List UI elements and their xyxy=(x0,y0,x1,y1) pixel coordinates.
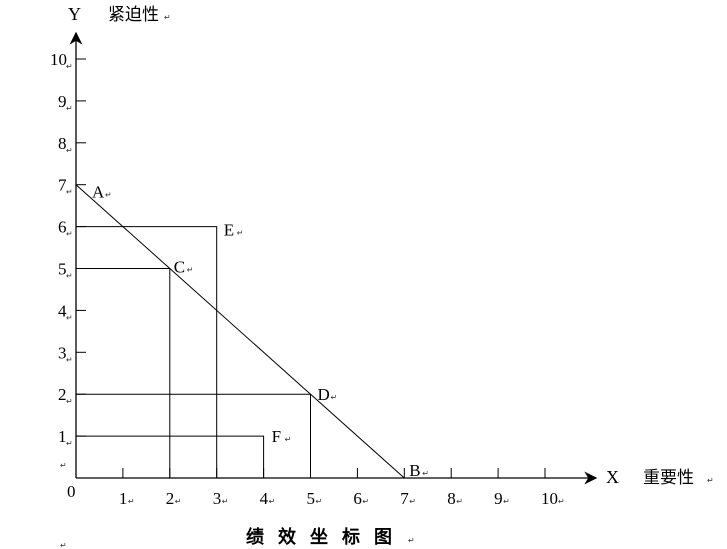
return-mark: ↵ xyxy=(128,497,135,506)
return-mark: ↵ xyxy=(60,461,67,470)
diagonal-line-ab xyxy=(75,184,405,479)
return-mark: ↵ xyxy=(187,266,194,275)
y-axis-ticks: 1↵2↵3↵4↵5↵6↵7↵8↵9↵10↵ xyxy=(50,50,86,448)
return-mark: ↵ xyxy=(66,146,73,155)
return-mark: ↵ xyxy=(164,13,171,22)
return-mark: ↵ xyxy=(222,497,229,506)
x-tick-label: 5 xyxy=(307,489,316,508)
y-axis-name: Y xyxy=(68,4,81,24)
return-mark: ↵ xyxy=(66,230,73,239)
y-tick-label: 8 xyxy=(58,134,67,153)
return-mark: ↵ xyxy=(408,536,415,545)
point-label-f: F xyxy=(272,427,281,446)
diagram-caption: 绩效坐标图 xyxy=(246,526,406,548)
y-tick-label: 2 xyxy=(58,385,67,404)
y-tick-label: 10 xyxy=(50,50,67,69)
x-tick-label: 6 xyxy=(353,489,362,508)
x-tick-label: 7 xyxy=(400,489,409,508)
return-mark: ↵ xyxy=(362,497,369,506)
point-label-e: E xyxy=(224,221,234,240)
point-label-a: A xyxy=(92,183,105,202)
y-tick-label: 9 xyxy=(58,92,67,111)
return-mark: ↵ xyxy=(707,476,714,485)
return-mark: ↵ xyxy=(316,497,323,506)
rectangle-c xyxy=(76,268,171,478)
x-tick-label: 2 xyxy=(166,489,175,508)
y-tick-label: 4 xyxy=(58,301,67,320)
return-mark: ↵ xyxy=(66,355,73,364)
return-mark: ↵ xyxy=(66,397,73,406)
return-mark: ↵ xyxy=(422,469,429,478)
return-mark: ↵ xyxy=(285,435,292,444)
point-label-b: B xyxy=(409,461,420,480)
rectangle-f xyxy=(76,435,265,478)
point-labels: A↵B↵C↵D↵E↵F↵ xyxy=(92,183,429,480)
point-label-d: D xyxy=(318,385,330,404)
return-mark: ↵ xyxy=(456,497,463,506)
y-tick-label: 1 xyxy=(58,427,67,446)
return-mark: ↵ xyxy=(409,497,416,506)
return-mark: ↵ xyxy=(66,104,73,113)
x-tick-label: 3 xyxy=(213,489,222,508)
return-mark: ↵ xyxy=(105,191,112,200)
rectangle-e xyxy=(76,226,218,478)
x-tick-label: 9 xyxy=(494,489,503,508)
point-label-c: C xyxy=(174,258,185,277)
y-tick-label: 6 xyxy=(58,218,67,237)
return-mark: ↵ xyxy=(66,62,73,71)
x-axis-name: X xyxy=(606,467,619,487)
x-tick-label: 1 xyxy=(119,489,128,508)
y-tick-label: 3 xyxy=(58,343,67,362)
return-mark: ↵ xyxy=(66,272,73,281)
x-tick-label: 8 xyxy=(447,489,456,508)
return-mark: ↵ xyxy=(60,541,67,549)
x-tick-label: 0 xyxy=(67,482,76,501)
return-mark: ↵ xyxy=(66,313,73,322)
x-tick-label: 10 xyxy=(541,489,558,508)
x-tick-label: 4 xyxy=(260,489,269,508)
return-mark: ↵ xyxy=(269,497,276,506)
x-axis-description: 重要性 xyxy=(643,468,694,488)
return-mark: ↵ xyxy=(237,229,244,238)
return-mark: ↵ xyxy=(66,188,73,197)
return-mark: ↵ xyxy=(558,497,565,506)
y-tick-label: 5 xyxy=(58,260,67,279)
return-mark: ↵ xyxy=(503,497,510,506)
return-mark: ↵ xyxy=(331,393,338,402)
return-mark: ↵ xyxy=(66,439,73,448)
return-mark: ↵ xyxy=(175,497,182,506)
y-axis-description: 紧迫性 xyxy=(108,5,159,25)
y-tick-label: 7 xyxy=(58,176,67,195)
